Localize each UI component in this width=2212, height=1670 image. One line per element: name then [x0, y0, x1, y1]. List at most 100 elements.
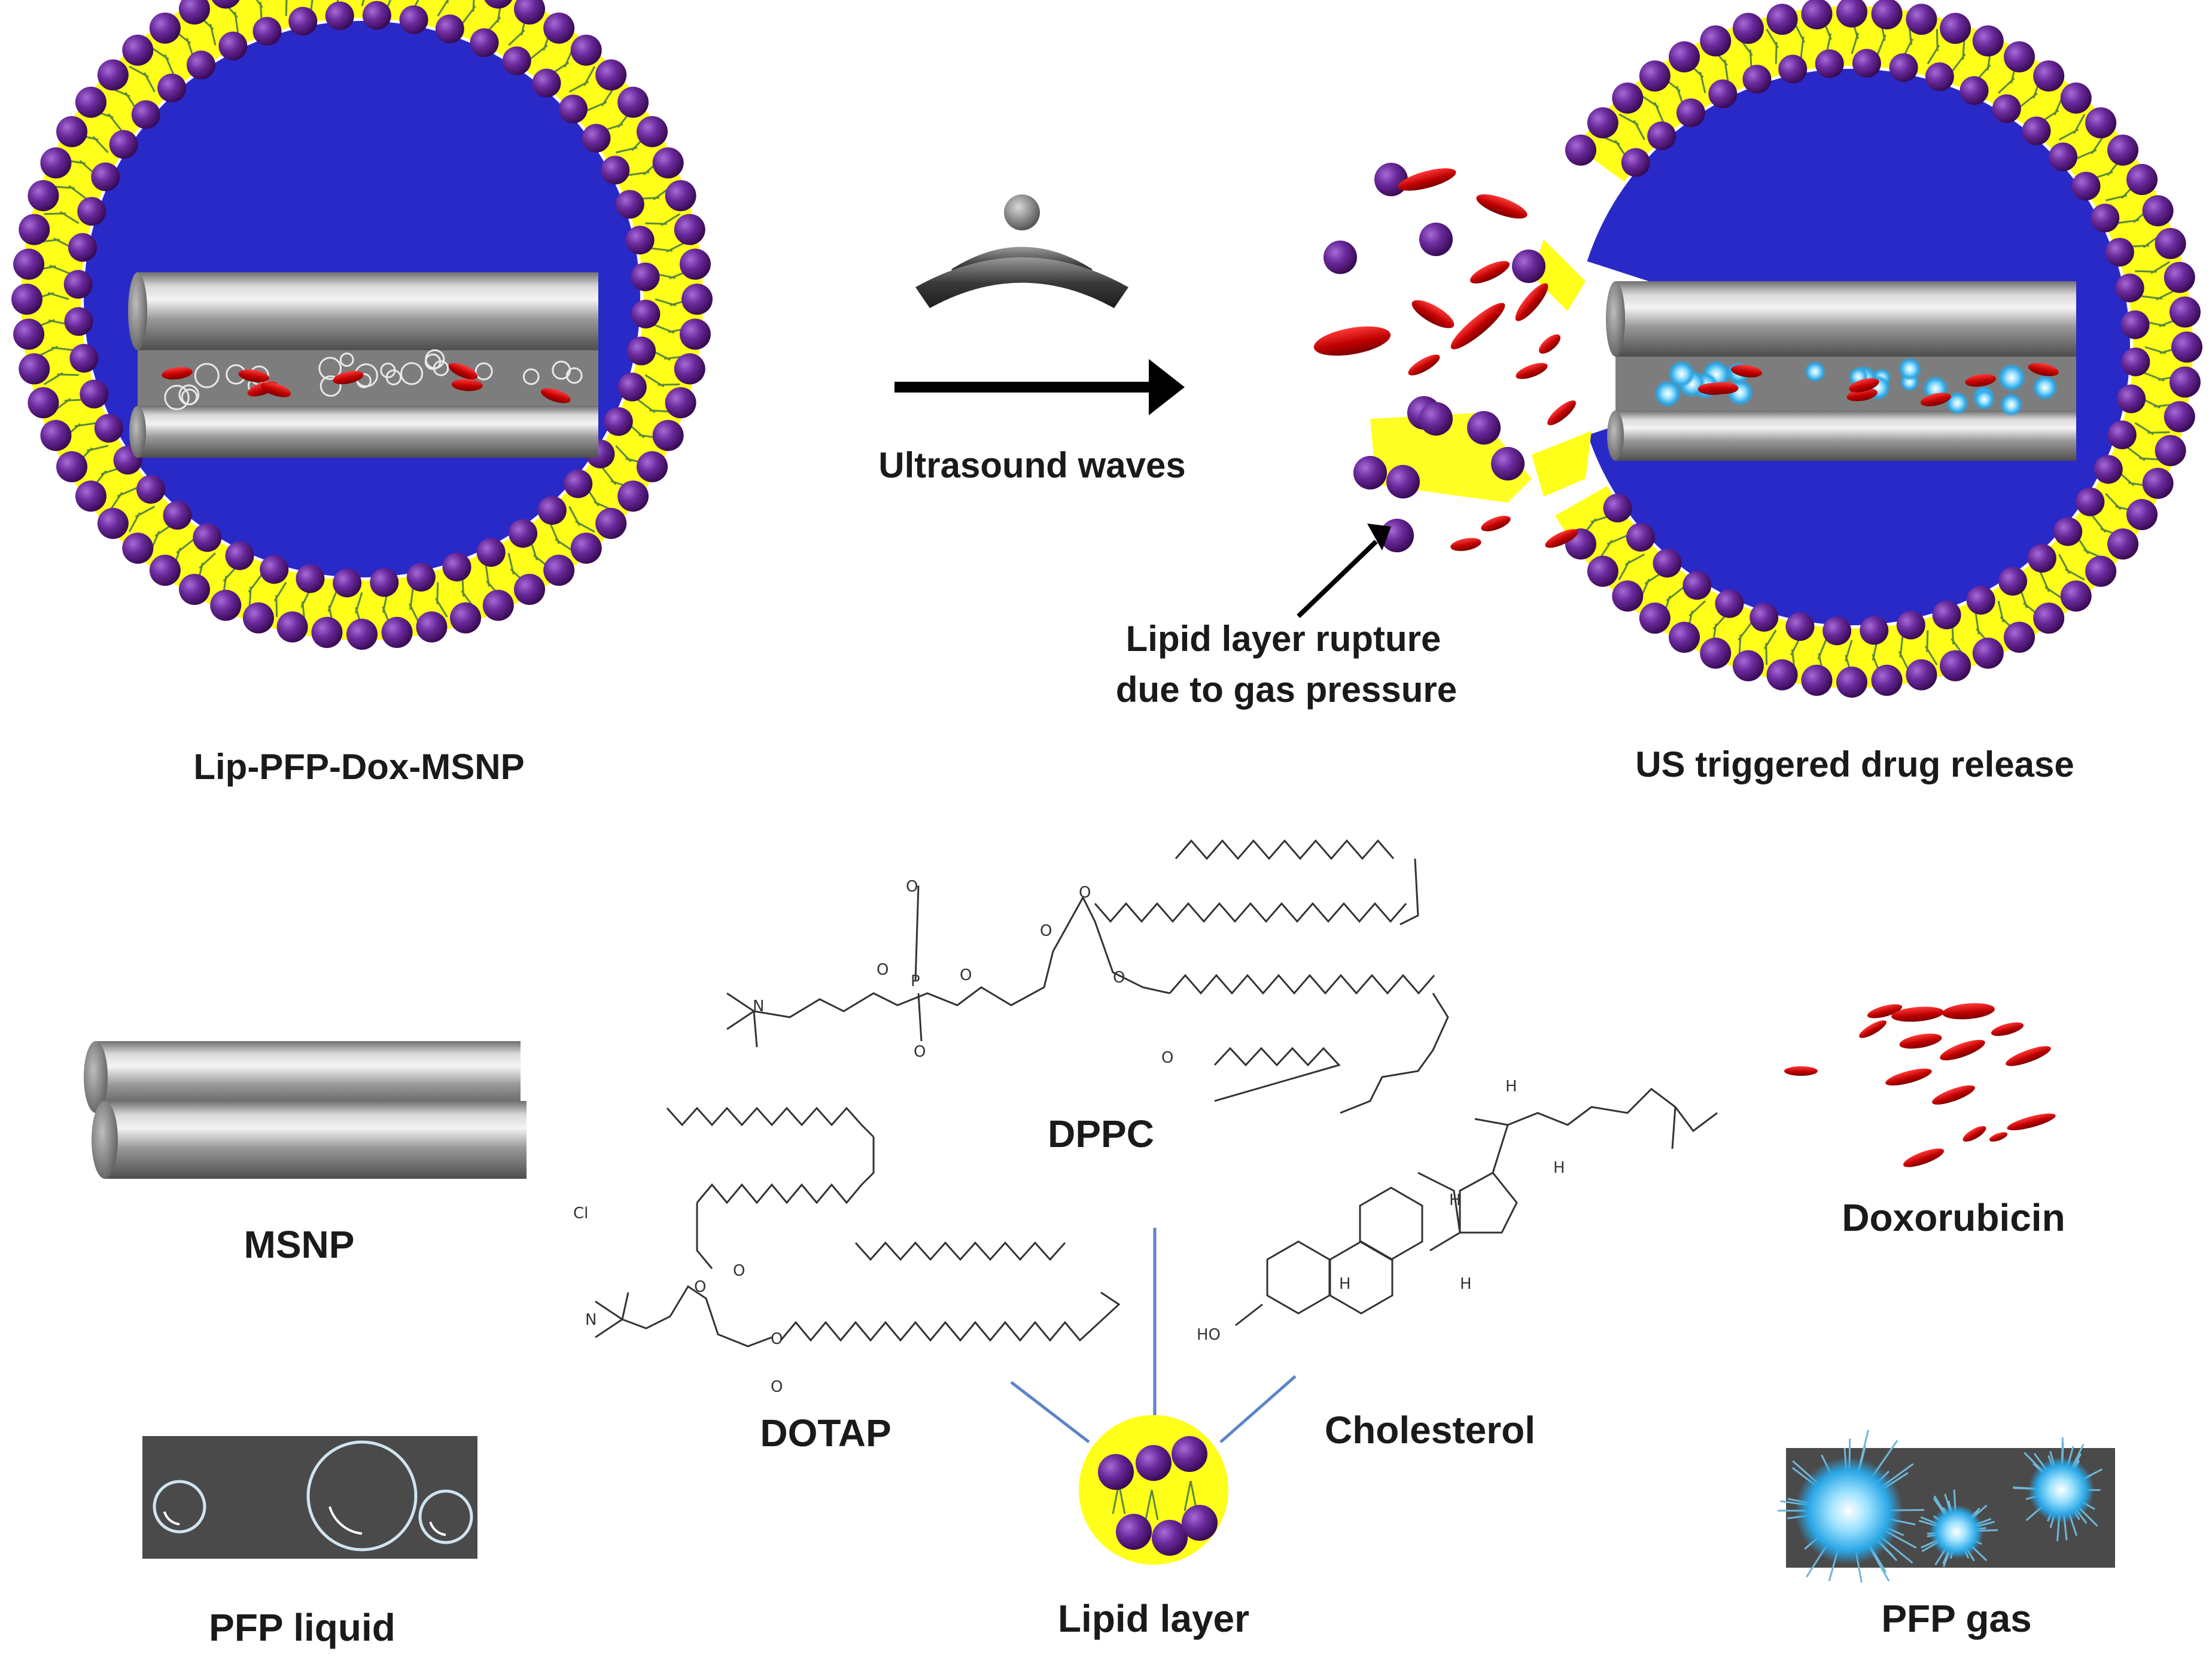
lipid-head-inner — [2028, 544, 2056, 573]
released-lipid-head — [1374, 163, 1408, 196]
ultrasound-wave-icon — [894, 194, 1185, 415]
lipid-head-outer — [122, 533, 153, 564]
released-lipid-head — [1491, 447, 1525, 480]
lipid-head-outer — [674, 353, 705, 384]
lipid-head-inner — [1925, 62, 1954, 91]
lipid-head-inner — [2076, 488, 2104, 516]
lipid-head-outer — [1639, 603, 1671, 634]
lipid-head-inner — [564, 469, 592, 498]
lipid-head-outer — [1872, 665, 1903, 696]
lipid-head-outer — [1906, 659, 1937, 690]
released-dox — [1405, 351, 1443, 379]
lipid-head-inner — [157, 74, 186, 102]
msnp-tube-cap — [1606, 281, 1625, 357]
doxorubicin-molecule — [1961, 1123, 1988, 1145]
lipid-head-outer — [28, 180, 59, 211]
lipid-head-inner — [436, 14, 464, 43]
lipid-head-inner — [1742, 65, 1771, 93]
doxorubicin-molecule — [1857, 1017, 1888, 1041]
lipid-head-outer — [2155, 228, 2186, 259]
atom-h-3: H — [1449, 1191, 1461, 1210]
released-dox — [1467, 257, 1512, 288]
lipid-head-outer — [617, 87, 649, 118]
cholesterol-methyl — [1475, 1119, 1508, 1125]
lipid-head-inner — [333, 568, 361, 597]
lipid-head-outer — [1733, 13, 1764, 44]
lipid-head-outer — [571, 533, 602, 564]
lipid-head-inner — [1967, 586, 1995, 615]
lipid-head-outer — [571, 35, 602, 66]
lipid-head-inner — [2105, 238, 2134, 266]
ruptured-particle — [1529, 0, 2202, 698]
lipid-tail — [2135, 271, 2156, 272]
lipid-head-inner — [2022, 117, 2050, 145]
lipid-head-outer — [1612, 580, 1643, 612]
lipid-head-inner — [95, 414, 123, 443]
lipid-head-inner — [226, 542, 254, 570]
lipid-head-inner — [626, 226, 655, 254]
lipid-head-outer — [2085, 556, 2116, 587]
lipid-head-outer — [665, 180, 696, 211]
lipid-head-outer — [617, 480, 649, 512]
lipid-head-inner — [627, 337, 656, 366]
lipid-head-outer — [75, 480, 107, 512]
lipid-head-outer — [2107, 528, 2138, 559]
dppc-chain — [1215, 1048, 1339, 1101]
dotap-chain — [697, 1203, 712, 1269]
label-cholesterol: Cholesterol — [1325, 1406, 1535, 1454]
lipid-head-outer — [2061, 580, 2092, 612]
label-dppc: DPPC — [1048, 1110, 1154, 1158]
lipid-head-outer — [1801, 665, 1832, 696]
lipid-head-outer — [122, 35, 153, 66]
atom-o-dotap-2: O — [733, 1261, 745, 1281]
lipid-head-outer — [243, 603, 274, 634]
doxorubicin-molecule — [1784, 1066, 1818, 1076]
label-us-triggered: US triggered drug release — [1635, 742, 2074, 787]
atom-o-minus: O — [906, 877, 918, 897]
lipid-head-outer — [150, 555, 181, 586]
lipid-head-inner — [1626, 523, 1655, 552]
lipid-head-inner — [503, 47, 531, 75]
lipid-head-outer — [653, 420, 684, 451]
lipid-head-outer — [56, 116, 87, 147]
lipid-head-outer — [2126, 164, 2158, 195]
cholesterol-tail — [1493, 1089, 1717, 1173]
lipid-head-outer — [98, 508, 129, 539]
lipid-head-outer — [40, 147, 71, 178]
pfp-gas-particle — [1795, 1457, 1903, 1565]
lipid-head-inner — [1785, 612, 1814, 641]
lipid-head-inner — [1749, 603, 1778, 632]
lipid-head-outer — [665, 387, 696, 418]
doxorubicin-molecule — [2006, 1110, 2057, 1133]
lipid-head-inner — [136, 475, 165, 504]
lipid-head-outer — [1767, 4, 1798, 35]
dppc-chain — [1095, 904, 1406, 921]
dppc-chain — [1400, 859, 1418, 924]
lipid-head-outer — [2126, 499, 2158, 530]
lipid-head-inner — [1960, 76, 1988, 105]
pfp-gas-particle — [1898, 357, 1922, 381]
dotap-chain — [856, 1243, 1065, 1260]
doxorubicin-molecule — [2004, 1042, 2053, 1070]
doxorubicin-molecule — [1988, 1130, 2009, 1143]
label-pfp-liquid: PFP liquid — [209, 1604, 395, 1651]
lipid-head-outer — [2143, 195, 2174, 226]
lipid-head-inner — [1822, 616, 1851, 645]
dppc-bond — [918, 993, 921, 1041]
doxorubicin-molecule — [1942, 1001, 1995, 1021]
lipid-head-outer — [2033, 603, 2064, 634]
lipid-head-inner — [260, 555, 288, 584]
lipid-head-outer — [2061, 83, 2092, 114]
dppc-backbone — [754, 898, 1170, 1017]
label-lipid-layer: Lipid layer — [1058, 1595, 1249, 1642]
lipid-head-outer — [75, 87, 107, 118]
lipid-head-outer — [2143, 468, 2174, 499]
msnp-tube-bottom — [1615, 410, 2076, 461]
lipid-head-outer — [450, 603, 481, 634]
atom-h-4: H — [1339, 1274, 1351, 1294]
atom-o-2: O — [960, 966, 972, 985]
released-dox — [1396, 164, 1458, 196]
lipid-head-outer — [595, 59, 626, 90]
atom-o-7: O — [1161, 1048, 1173, 1068]
lipid-head-outer — [1973, 25, 2004, 56]
